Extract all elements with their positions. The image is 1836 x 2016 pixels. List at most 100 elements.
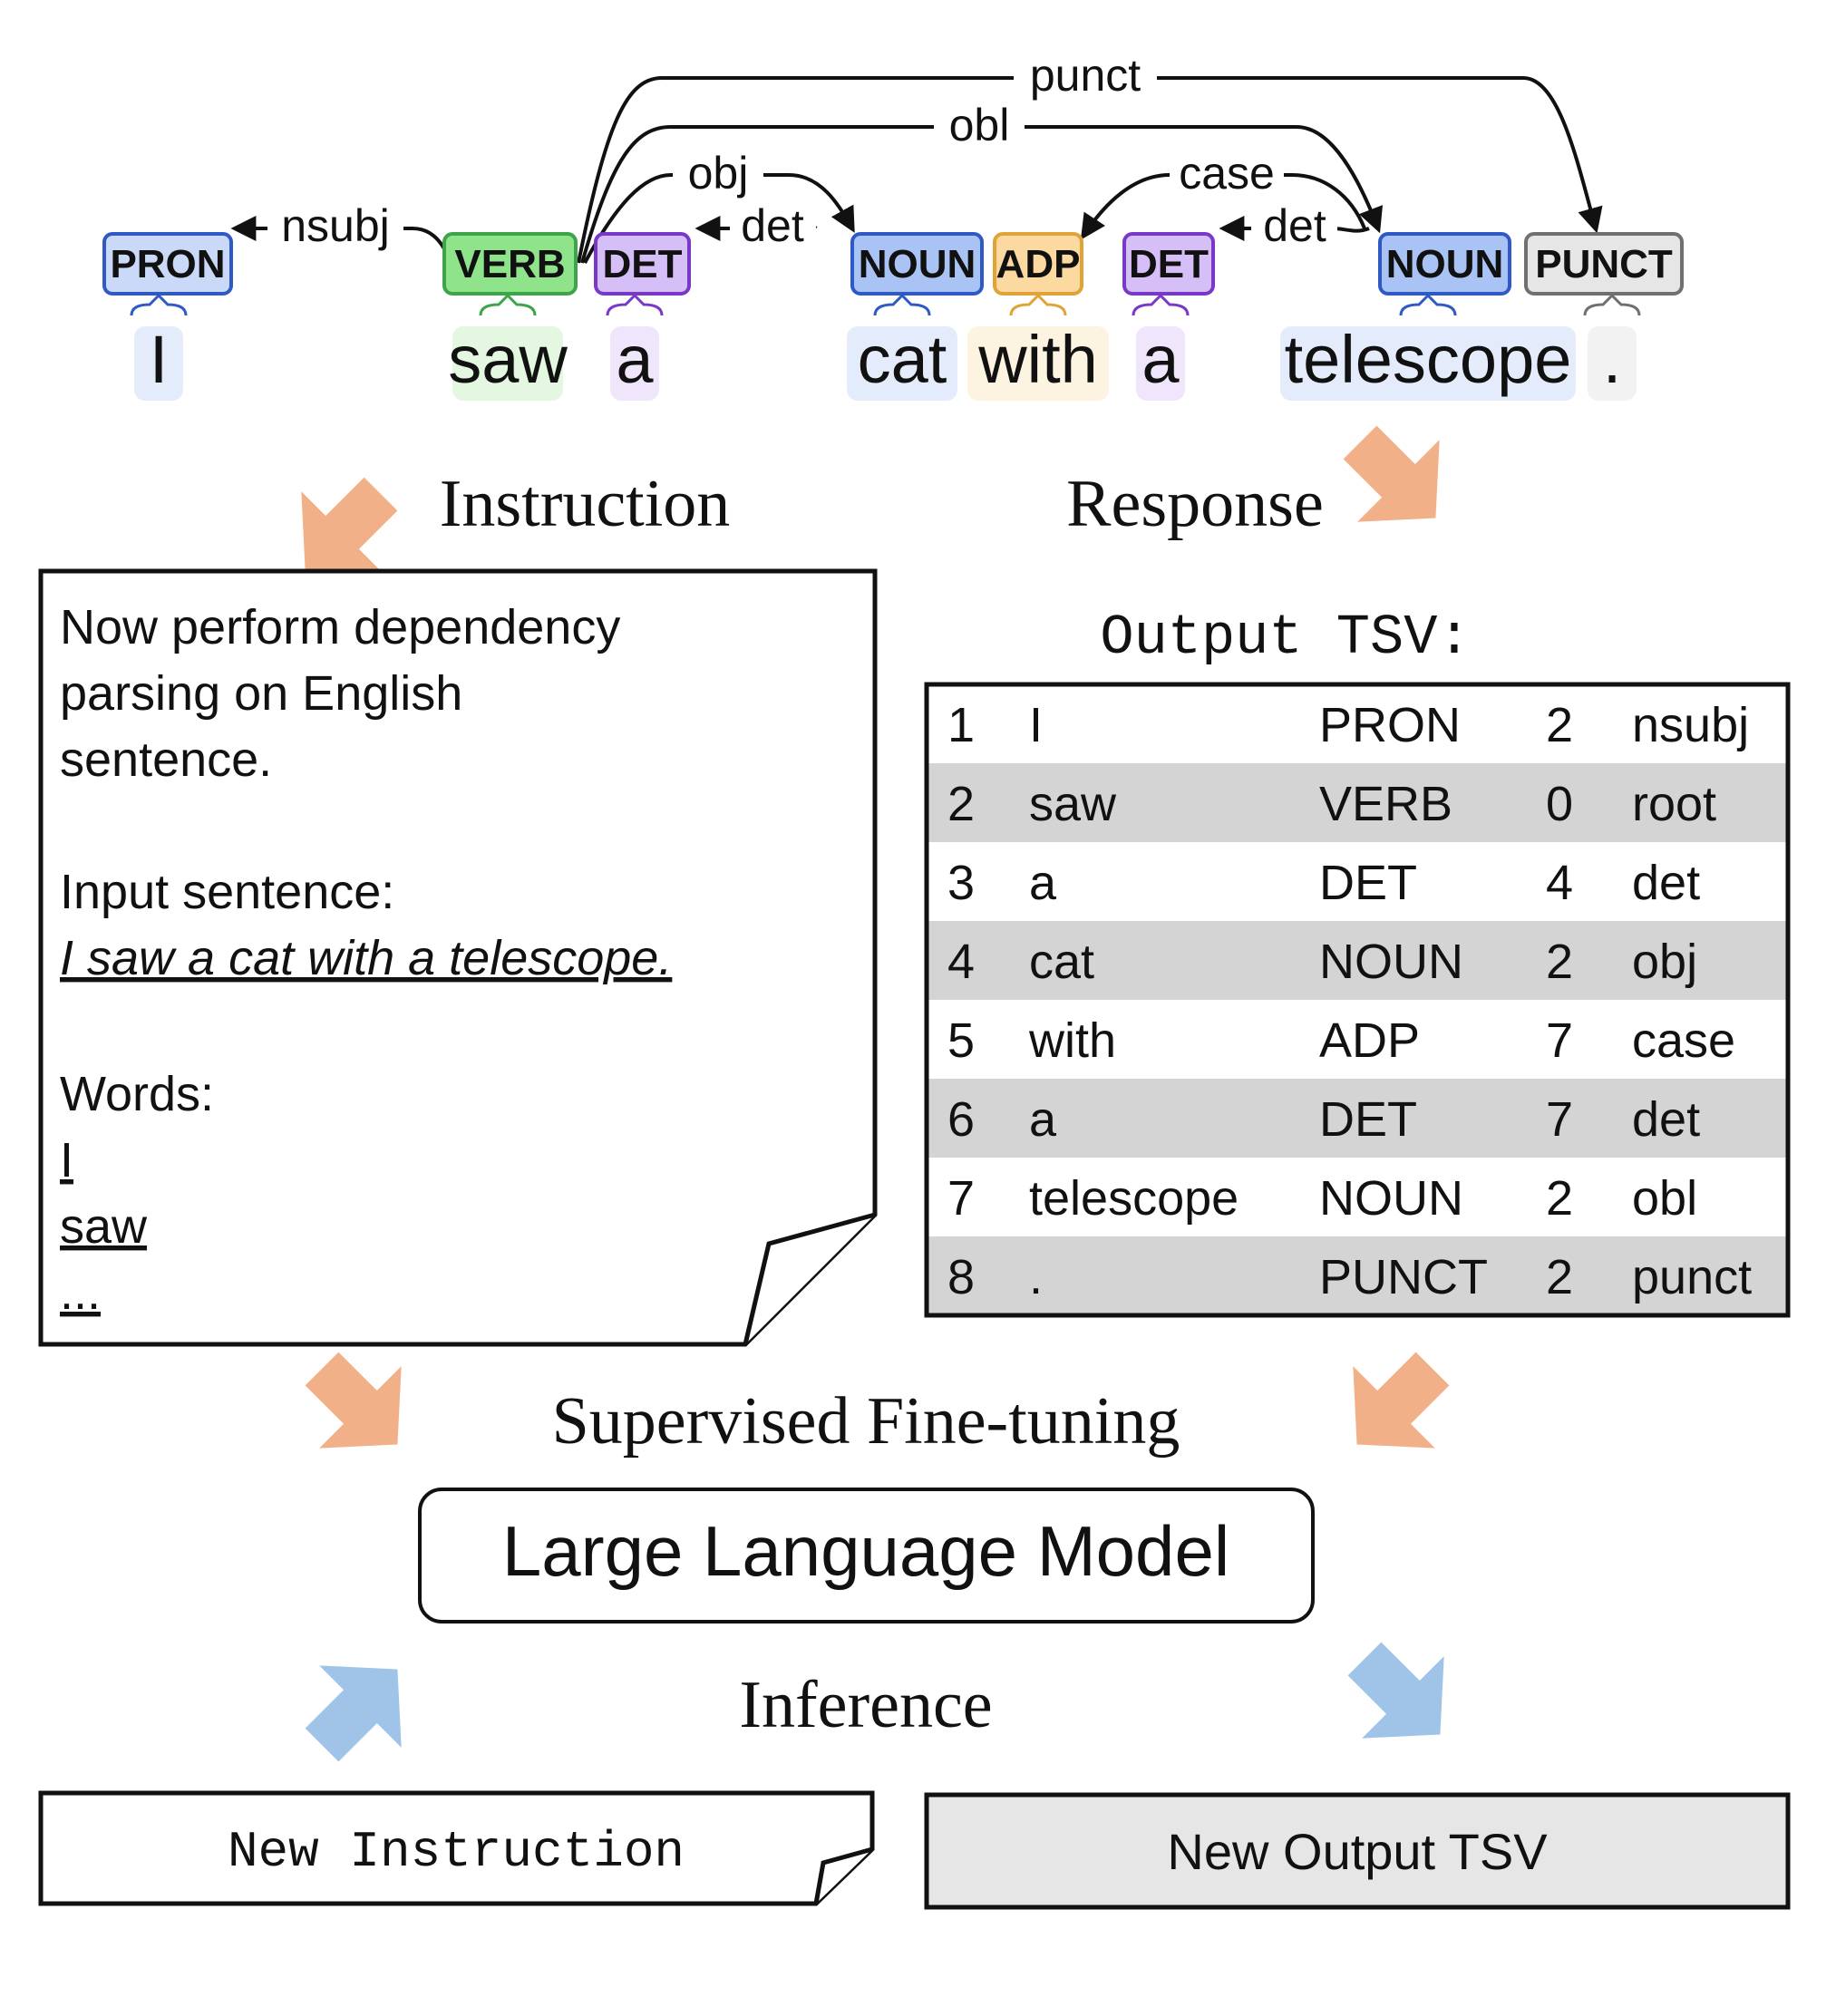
table-cell: 4	[1546, 856, 1573, 910]
table-cell: I	[1029, 698, 1043, 752]
instruction-line-2: parsing on English	[60, 666, 462, 721]
token-word: I	[150, 322, 169, 397]
arrow-to-response	[1343, 425, 1440, 522]
pos-tag-label: PUNCT	[1535, 242, 1673, 286]
table-cell: DET	[1319, 856, 1417, 910]
table-cell: saw	[1029, 777, 1117, 831]
word-highlight	[452, 326, 563, 401]
table-cell: 8	[947, 1250, 975, 1304]
word-highlight	[847, 326, 957, 401]
arc-label-det-2: det	[1263, 200, 1326, 251]
pos-tag-label: NOUN	[859, 242, 976, 286]
pos-tag-box	[102, 232, 233, 296]
llm-label: Large Language Model	[502, 1511, 1229, 1591]
token-word: cat	[858, 322, 947, 397]
table-cell: root	[1632, 777, 1716, 831]
output-title: Output TSV:	[1100, 606, 1471, 670]
table-cell: 2	[1546, 698, 1573, 752]
new-instruction-label: New Instruction	[228, 1823, 685, 1881]
token-bracket	[1583, 293, 1641, 316]
arc-label-punct: punct	[1030, 50, 1141, 101]
llm-box: Large Language Model	[418, 1488, 1315, 1623]
table-cell: NOUN	[1319, 935, 1463, 989]
token-8: PUNCT.	[1524, 232, 1684, 401]
inference-label: Inference	[739, 1668, 992, 1742]
sft-label: Supervised Fine-tuning	[552, 1384, 1180, 1459]
table-cell: 0	[1546, 777, 1573, 831]
table-cell: 2	[1546, 1250, 1573, 1304]
table-cell: .	[1029, 1250, 1043, 1304]
table-cell: nsubj	[1632, 698, 1749, 752]
token-word: with	[977, 322, 1098, 397]
token-bracket	[130, 293, 188, 316]
token-1: PRON I	[102, 232, 233, 401]
pos-tag-box	[442, 232, 578, 296]
arrow-new-instruction-to-model	[305, 1665, 402, 1762]
token-4: NOUN cat	[847, 232, 984, 401]
table-border	[924, 682, 1791, 1318]
table-cell: obj	[1632, 935, 1697, 989]
table-cell: PUNCT	[1319, 1250, 1488, 1304]
token-bracket	[873, 293, 931, 316]
words-label: Words:	[60, 1067, 214, 1121]
token-bracket	[1132, 293, 1190, 316]
table-cell: VERB	[1319, 777, 1452, 831]
token-bracket	[606, 293, 664, 316]
token-word: telescope	[1285, 322, 1572, 397]
table-cell: 7	[1546, 1092, 1573, 1147]
instruction-label: Instruction	[440, 467, 731, 541]
table-cell: case	[1632, 1013, 1735, 1068]
instruction-line-3: sentence.	[60, 732, 272, 787]
arrow-to-instruction	[301, 477, 398, 574]
arc-label-nsubj: nsubj	[281, 200, 390, 251]
word-item-1: I	[60, 1133, 73, 1187]
pos-tag-label: VERB	[454, 242, 565, 286]
arc-punct	[577, 76, 1603, 264]
arrow-model-to-new-output	[1347, 1642, 1444, 1739]
arc-label-obl: obl	[949, 100, 1010, 150]
arc-obl	[580, 125, 1384, 264]
word-highlight	[967, 326, 1109, 401]
arc-label-det-1: det	[741, 200, 804, 251]
table-cell: 5	[947, 1013, 975, 1068]
table-cell: a	[1029, 1092, 1057, 1147]
pos-tag-label: DET	[603, 242, 683, 286]
table-cell: cat	[1029, 935, 1094, 989]
arrow-response-to-model	[1353, 1352, 1450, 1449]
token-bracket	[479, 293, 537, 316]
table-cell: with	[1028, 1013, 1116, 1068]
new-output-box: New Output TSV	[924, 1792, 1791, 1910]
word-highlight	[1588, 326, 1637, 401]
table-cell: 1	[947, 698, 975, 752]
input-sentence: I saw a cat with a telescope.	[60, 931, 672, 985]
instruction-box: Now perform dependency parsing on Englis…	[38, 568, 878, 1347]
pos-tag-label: PRON	[110, 242, 225, 286]
table-cell: 2	[1546, 1171, 1573, 1226]
table-cell: telescope	[1029, 1171, 1239, 1226]
table-cell: 2	[1546, 935, 1573, 989]
table-cell: 7	[1546, 1013, 1573, 1068]
pos-tag-box	[594, 232, 691, 296]
word-highlight	[610, 326, 659, 401]
table-cell: 3	[947, 856, 975, 910]
input-sentence-label: Input sentence:	[60, 865, 394, 919]
arc-label-obj: obj	[688, 148, 749, 199]
word-highlight	[1136, 326, 1185, 401]
table-cell: punct	[1632, 1250, 1752, 1304]
pos-tag-box	[1524, 232, 1684, 296]
table-cell: NOUN	[1319, 1171, 1463, 1226]
word-item-2: saw	[60, 1199, 148, 1254]
pos-tag-box	[850, 232, 984, 296]
